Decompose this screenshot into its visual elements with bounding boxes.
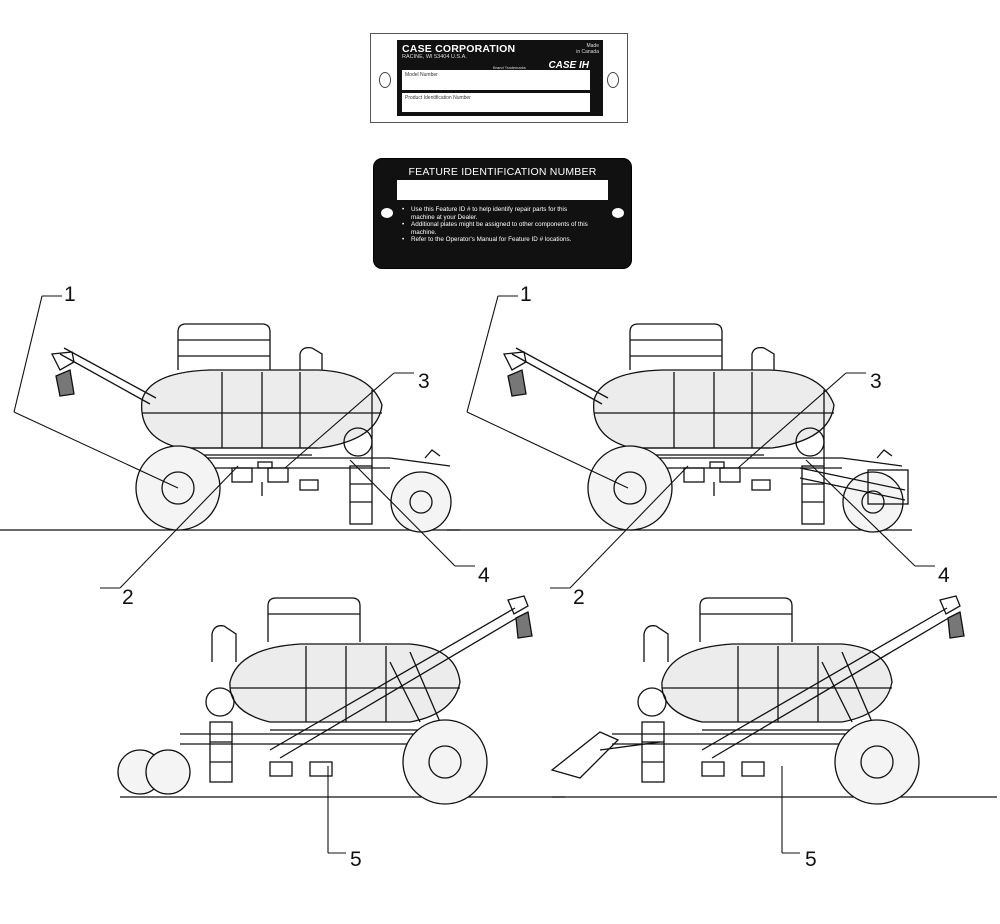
callout-number: 4 — [938, 564, 950, 587]
feature-number-field — [397, 180, 608, 200]
case-ih-logo: CASE IH — [548, 60, 589, 71]
trademark-text: Brand Trademarks — [493, 65, 526, 70]
callout-number: 4 — [478, 564, 490, 587]
instruction-item: Additional plates might be assigned to o… — [402, 221, 592, 236]
feature-plate-instructions: Use this Feature ID # to help identify r… — [402, 206, 592, 244]
callout-number: 3 — [870, 370, 882, 393]
air-cart-drawing — [446, 323, 913, 533]
callout-number: 3 — [418, 370, 430, 393]
made-in-label: Made in Canada — [576, 43, 599, 55]
mounting-hole-left — [379, 72, 391, 88]
model-number-label: Model Number — [405, 72, 438, 78]
plate-face: CASE CORPORATION RACINE, WI 53404 U.S.A.… — [397, 40, 603, 116]
model-number-field: Model Number — [402, 70, 590, 90]
callout-number: 5 — [805, 848, 817, 871]
mounting-hole-right — [612, 208, 624, 218]
air-cart-drawing — [551, 595, 998, 805]
feature-id-plate: FEATURE IDENTIFICATION NUMBER Use this F… — [373, 158, 632, 269]
product-id-field: Product Identification Number — [402, 93, 590, 112]
product-id-label: Product Identification Number — [405, 95, 471, 101]
mounting-hole-right — [607, 72, 619, 88]
callout-number: 2 — [573, 586, 585, 609]
corporation-address: RACINE, WI 53404 U.S.A. — [402, 54, 467, 60]
callout-number: 1 — [64, 283, 76, 306]
callout-number: 5 — [350, 848, 362, 871]
serial-number-plate: CASE CORPORATION RACINE, WI 53404 U.S.A.… — [370, 33, 628, 123]
callout-number: 1 — [520, 283, 532, 306]
feature-plate-title: FEATURE IDENTIFICATION NUMBER — [408, 166, 597, 178]
corporation-name: CASE CORPORATION — [402, 43, 516, 55]
callout-number: 2 — [122, 586, 134, 609]
mounting-hole-left — [381, 208, 393, 218]
instruction-item: Use this Feature ID # to help identify r… — [402, 206, 592, 221]
instruction-item: Refer to the Operator's Manual for Featu… — [402, 236, 592, 244]
